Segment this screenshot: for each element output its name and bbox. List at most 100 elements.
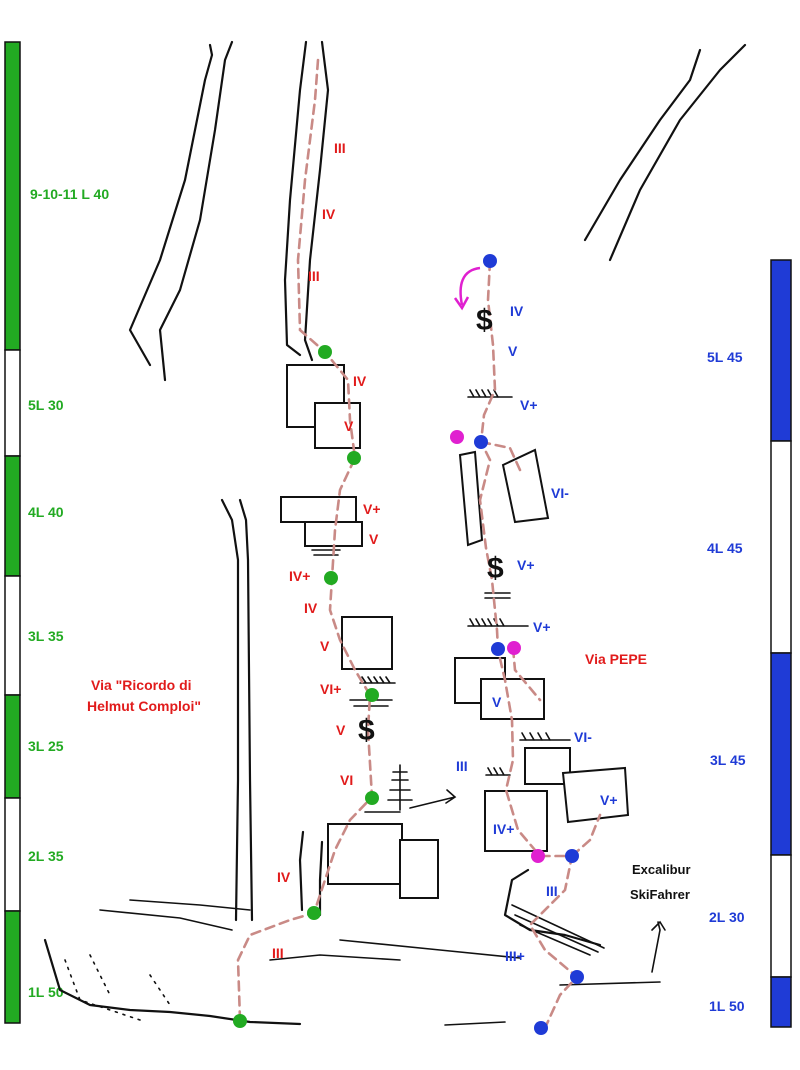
left-gully-lower-a [220, 498, 240, 922]
grade-right-5: V+ [517, 557, 535, 573]
grade-left-11: VI+ [320, 681, 341, 697]
belay-blue-2 [474, 435, 488, 449]
flake-r2 [501, 448, 550, 524]
grade-left-9: IV [304, 600, 318, 616]
other-route-excalibur: Excalibur [632, 862, 691, 877]
grade-left-10: V [320, 638, 330, 654]
left-scale-label-1: 9-10-11 L 40 [30, 186, 109, 202]
block-l3 [280, 496, 357, 523]
chimney-left [283, 40, 308, 357]
grade-right-11: IV+ [493, 821, 514, 837]
right-route-name: Via PEPE [585, 651, 647, 667]
grade-right-6: V+ [533, 619, 551, 635]
overhang-r4 [485, 767, 511, 776]
left-scale-seg-7 [4, 910, 21, 1024]
ground-line-6 [444, 1021, 506, 1026]
ground-line-5 [559, 981, 661, 986]
base-left-wall-a [298, 830, 305, 912]
belays-right [450, 254, 584, 1035]
grade-left-15: III [272, 945, 284, 961]
left-scale-seg-2 [4, 349, 21, 457]
left-scale-seg-4 [4, 575, 21, 696]
belay-green-5 [365, 791, 379, 805]
upper-right-crack-a [583, 48, 702, 242]
grade-right-10: V+ [600, 792, 618, 808]
belay-magenta-3 [531, 849, 545, 863]
base-slab-right [503, 868, 602, 947]
grade-right-7: V [492, 694, 502, 710]
grade-right-12: III [546, 883, 558, 899]
block-r3 [524, 747, 571, 785]
grade-left-7: V [369, 531, 379, 547]
grade-left-6: V+ [363, 501, 381, 517]
ground-line-3 [269, 954, 401, 961]
belay-green-4 [365, 688, 379, 702]
ledge-r1 [484, 592, 511, 599]
arrow-excalibur [651, 920, 666, 973]
grade-left-4: IV [353, 373, 367, 389]
block-l7 [399, 839, 439, 899]
belay-blue-1 [483, 254, 497, 268]
tree [387, 764, 413, 811]
rock-features [43, 40, 747, 1026]
path-ground [43, 938, 302, 1026]
right-scale-seg-5 [770, 976, 792, 1028]
grade-left-2: IV [322, 206, 336, 222]
right-scale-label-4: 2L 30 [709, 909, 745, 925]
belay-green-6 [307, 906, 321, 920]
flake-r1 [458, 450, 484, 547]
grade-right-1: IV [510, 303, 524, 319]
belay-magenta-1 [450, 430, 464, 444]
bolt-icon-3: $ [358, 714, 375, 747]
belay-green-3 [324, 571, 338, 585]
grade-right-2: V [508, 343, 518, 359]
right-route-line [478, 259, 579, 1030]
left-route-name-line1: Via "Ricordo di [91, 677, 192, 693]
belay-blue-4 [565, 849, 579, 863]
bolt-icon-2: $ [487, 552, 504, 585]
ledge-l1 [311, 549, 341, 556]
belay-blue-3 [491, 642, 505, 656]
grade-right-4: VI- [551, 485, 569, 501]
right-route-variant [479, 440, 602, 858]
left-scale-seg-1 [4, 41, 21, 351]
bolt-icon-1: $ [476, 304, 493, 337]
right-route-grades: IV V V+ VI- V+ V+ V VI- III V+ IV+ III I… [456, 303, 618, 964]
belay-green-7 [233, 1014, 247, 1028]
belay-blue-5 [570, 970, 584, 984]
arrow-exit-right [409, 789, 457, 809]
right-scale-seg-1 [770, 259, 792, 442]
grade-left-13: VI [340, 772, 353, 788]
overhang-r1 [467, 389, 513, 398]
right-scale-label-5: 1L 50 [709, 998, 745, 1014]
left-route-grades: III IV III IV V V+ V IV+ IV V VI+ V VI I… [272, 140, 381, 961]
overhang-r2 [467, 618, 529, 627]
left-scale-seg-5 [4, 694, 21, 799]
block-l6 [327, 823, 403, 885]
right-scale-seg-3 [770, 652, 792, 856]
chimney-right [303, 40, 330, 362]
belay-green-2 [347, 451, 361, 465]
base-left-wall-b [318, 840, 324, 917]
left-route-line [236, 58, 374, 1022]
left-gully-outer [128, 43, 214, 367]
belays-left [233, 345, 379, 1028]
right-scale-label-3: 3L 45 [710, 752, 746, 768]
right-scale-seg-2 [770, 440, 792, 654]
grade-left-1: III [334, 140, 346, 156]
grade-left-5: V [344, 418, 354, 434]
left-gully-inner [158, 40, 234, 382]
grade-right-3: V+ [520, 397, 538, 413]
route-lines [236, 58, 602, 1030]
left-scale-seg-3 [4, 455, 21, 577]
left-scale-label-5: 3L 25 [28, 738, 64, 754]
grade-right-13: III+ [505, 948, 525, 964]
base-hatch [511, 904, 605, 956]
upper-right-crack-b [608, 43, 747, 262]
right-scale-label-2: 4L 45 [707, 540, 743, 556]
right-scale-seg-4 [770, 854, 792, 978]
block-r5 [484, 790, 548, 852]
block-r2 [480, 678, 545, 720]
grade-right-8: VI- [574, 729, 592, 745]
